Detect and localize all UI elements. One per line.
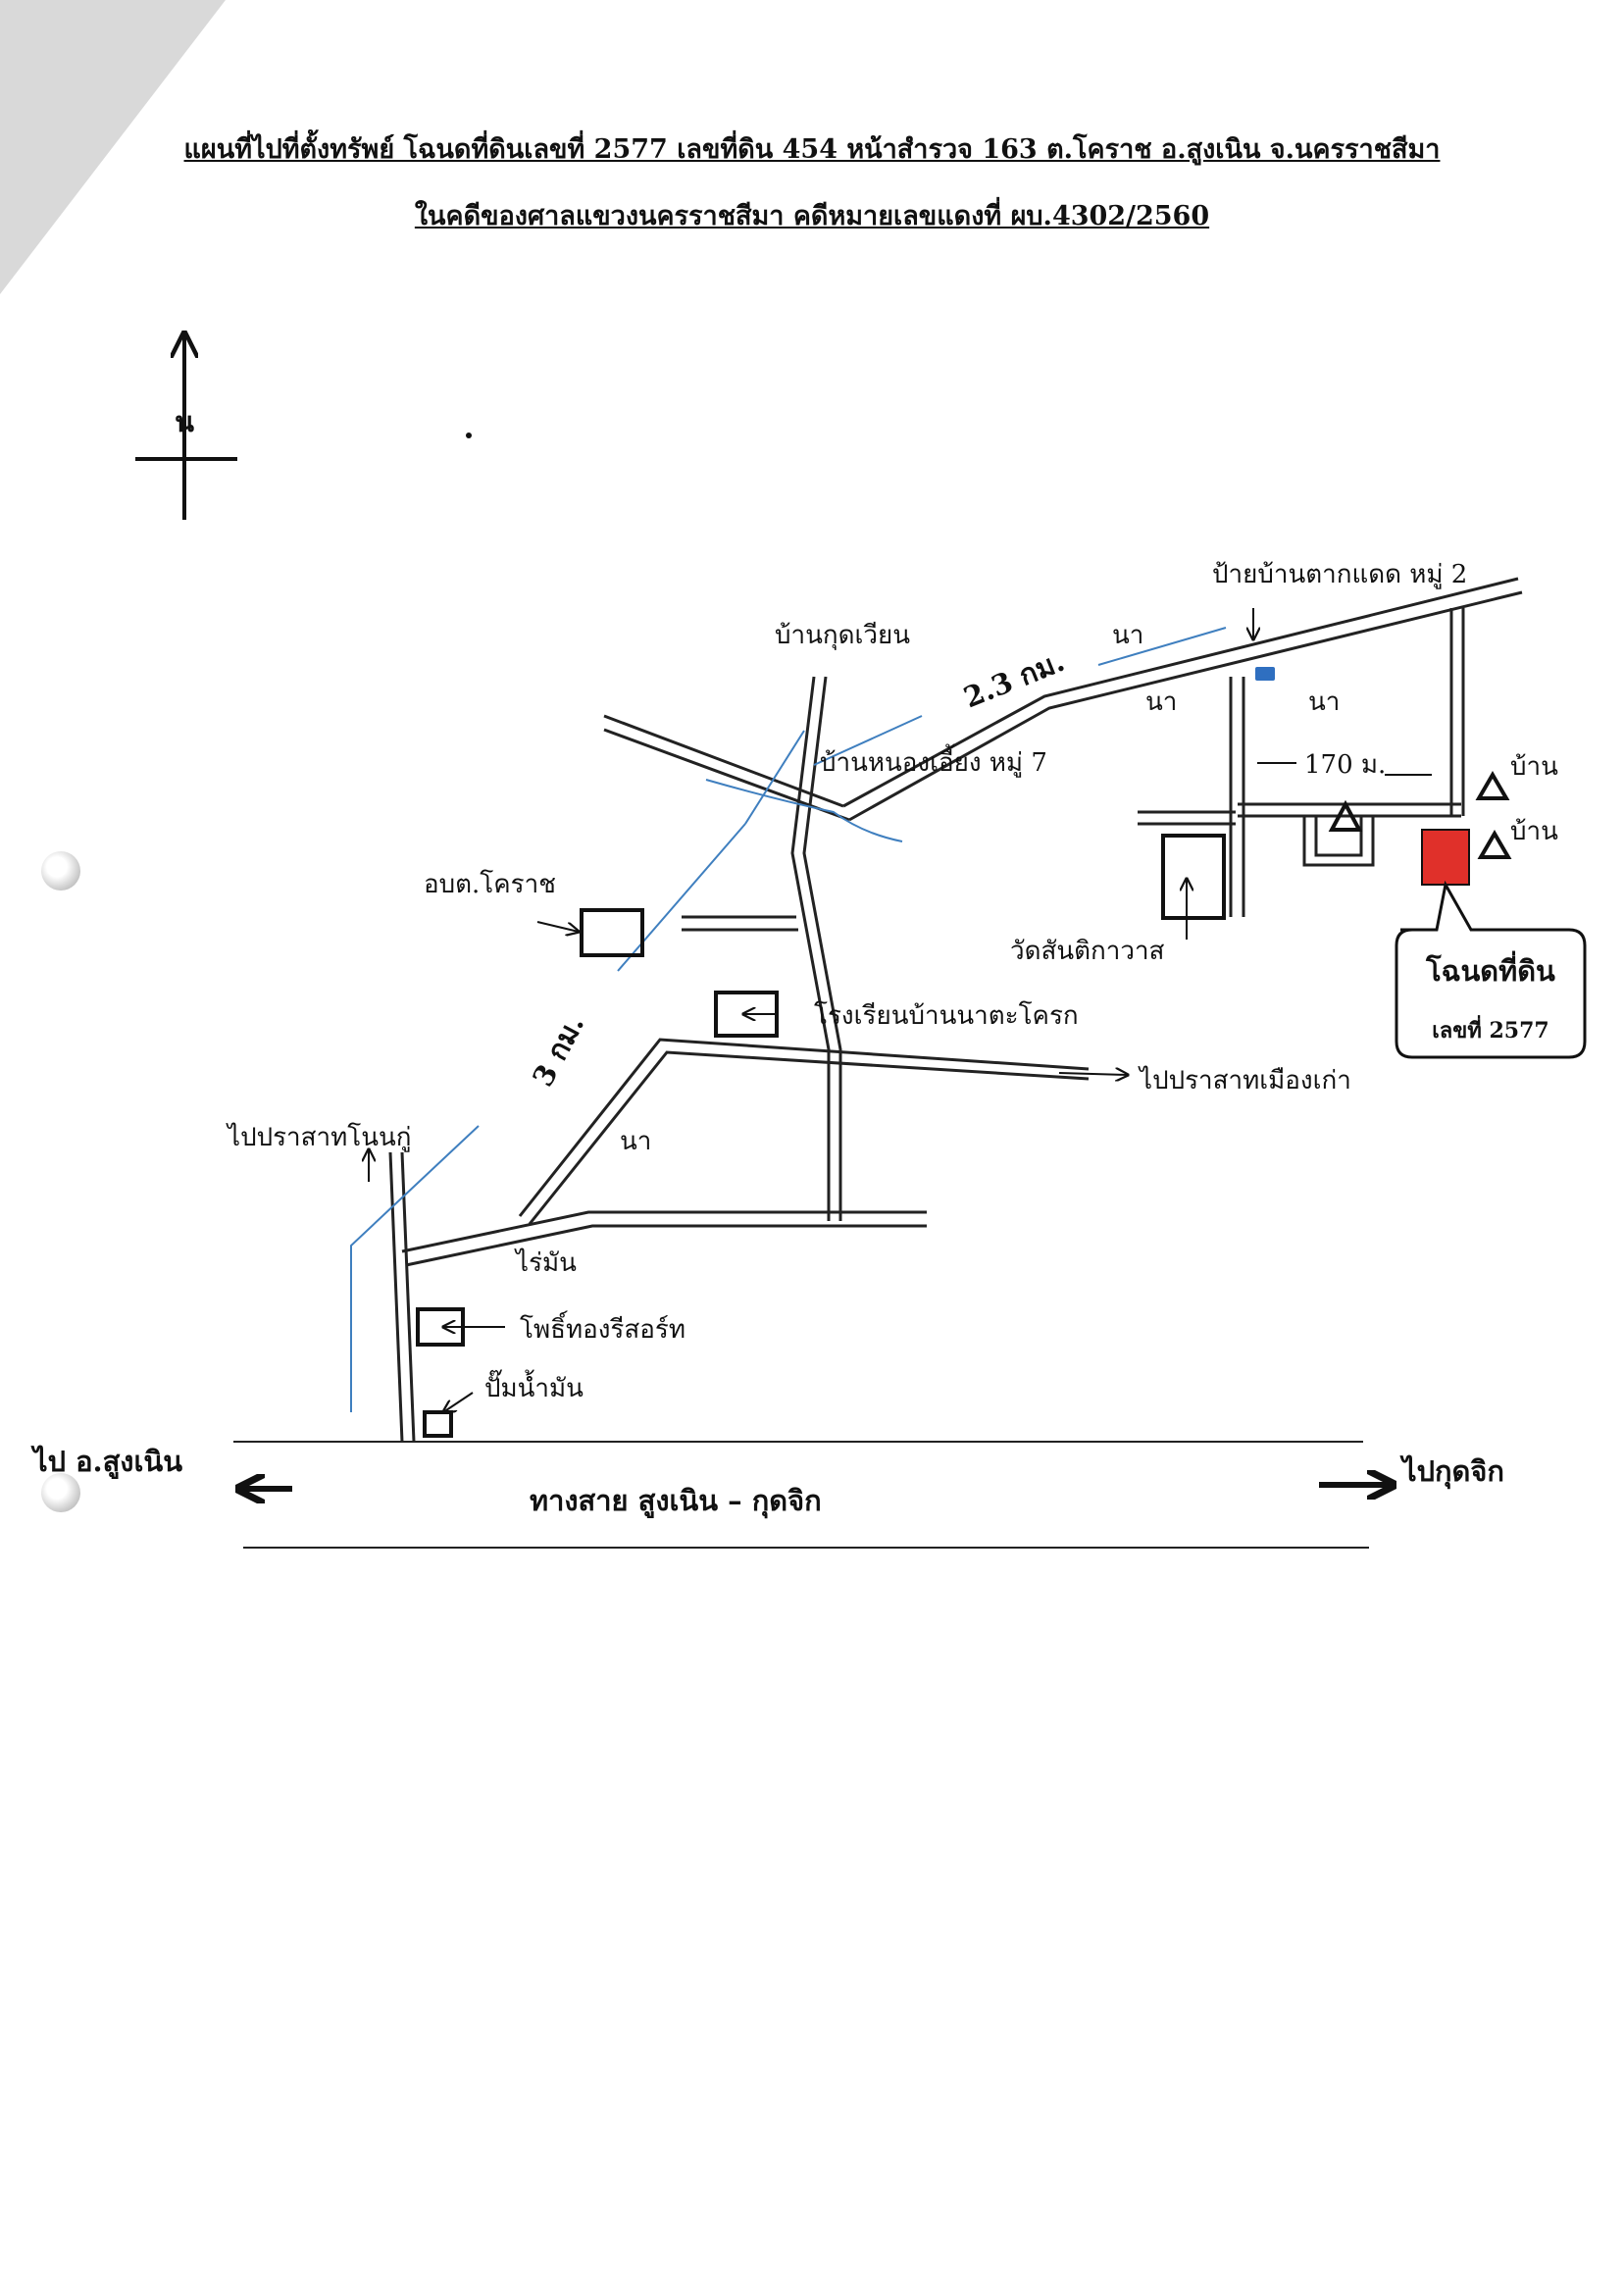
blue-line-e xyxy=(350,1125,480,1412)
school-building xyxy=(714,991,779,1038)
deed-callout xyxy=(1395,880,1587,1059)
small-marker xyxy=(1255,667,1275,681)
punch-hole-top xyxy=(41,851,80,891)
label-ban-1: บ้าน xyxy=(1510,752,1558,782)
label-na-1: นา xyxy=(1112,621,1143,650)
label-resort: โพธิ์ทองรีสอร์ท xyxy=(520,1310,685,1345)
label-na-2: นา xyxy=(1145,687,1177,717)
label-na-3: นา xyxy=(1308,687,1340,717)
label-gas-station: ปั๊มน้ำมัน xyxy=(484,1369,584,1403)
label-to-kudjik: ไปกุดจิก xyxy=(1399,1454,1504,1489)
house-triangle-2 xyxy=(1475,771,1510,800)
map-title: แผนที่ไปที่ตั้งทรัพย์ โฉนดที่ดินเลขที่ 2… xyxy=(183,134,1441,165)
house-triangle-1 xyxy=(1328,799,1363,832)
road-nong-aueng xyxy=(603,714,850,822)
label-rai-man: ไร่มัน xyxy=(514,1247,577,1278)
road-rai-man xyxy=(401,1210,927,1267)
stray-dot xyxy=(466,433,472,438)
label-dist-3: 3 กม. xyxy=(526,1009,590,1092)
wat-building xyxy=(1161,834,1226,920)
label-ban-kudwian: บ้านกุดเวียน xyxy=(775,621,910,650)
road-to-muang-kao xyxy=(518,1038,1128,1225)
deed-callout-line2: เลขที่ 2577 xyxy=(1432,1014,1548,1044)
punch-hole-bottom xyxy=(41,1473,80,1512)
label-dist-170: 170 ม. xyxy=(1304,750,1386,780)
stream-near-nong-aueng xyxy=(705,779,903,842)
label-highway: ทางสาย สูงเนิน – กุดจิก xyxy=(530,1484,822,1518)
label-school: โรงเรียนบ้านนาตะโครก xyxy=(814,1000,1079,1031)
label-ban-nongaueng: บ้านหนองเอี้ยง หมู่ 7 xyxy=(820,743,1047,778)
arrow-obt xyxy=(536,921,579,932)
map-subtitle: ในคดีของศาลแขวงนครราชสีมา คดีหมายเลขแดงท… xyxy=(414,201,1210,231)
label-wat: วัดสันติกาวาส xyxy=(1010,937,1165,966)
house-triangle-3 xyxy=(1477,830,1512,859)
label-to-muang-kao: ไปปราสาทเมืองเก่า xyxy=(1138,1065,1351,1095)
blue-line-d xyxy=(617,823,746,972)
north-label: น xyxy=(175,405,194,438)
label-obt-korat: อบต.โคราช xyxy=(424,869,556,899)
label-sign-takdaet: ป้ายบ้านตากแดด หมู่ 2 xyxy=(1212,560,1467,589)
deed-callout-line1: โฉนดที่ดิน xyxy=(1425,950,1555,988)
blue-line-b xyxy=(813,715,923,766)
road-wat xyxy=(1138,608,1465,917)
label-to-sungnoen: ไป อ.สูงเนิน xyxy=(30,1445,182,1479)
blue-line-a xyxy=(744,730,805,825)
north-arrow-icon xyxy=(135,333,237,520)
arrow-gas xyxy=(443,1392,474,1412)
label-ban-2: บ้าน xyxy=(1510,817,1558,846)
folded-corner xyxy=(0,0,226,294)
label-na-4: นา xyxy=(620,1127,651,1156)
road-ban-takdaet xyxy=(842,577,1523,822)
label-dist-2-3: 2.3 กม. xyxy=(959,644,1069,715)
road-to-non-ku xyxy=(388,1151,416,1443)
label-to-non-ku: ไปปราสาทโนนกู่ xyxy=(226,1122,412,1152)
road-obt xyxy=(682,915,798,932)
obt-korat-building xyxy=(580,908,644,957)
blue-line-c xyxy=(1097,627,1227,666)
land-plot-2577 xyxy=(1421,829,1470,886)
gas-station-building xyxy=(423,1410,453,1438)
